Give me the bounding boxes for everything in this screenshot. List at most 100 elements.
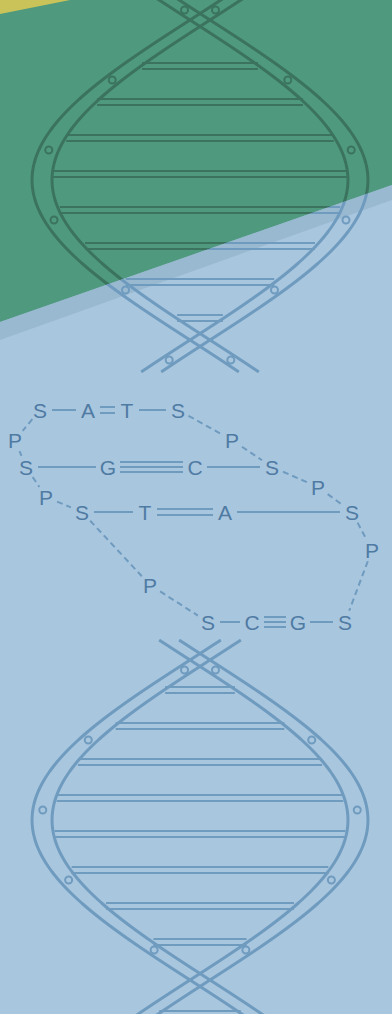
helix-strand-edge bbox=[102, 640, 348, 1014]
base-rung bbox=[78, 758, 322, 760]
helix-strand-edge bbox=[52, 640, 298, 1014]
base-rung bbox=[106, 908, 294, 910]
base-rung bbox=[126, 278, 274, 280]
bond-line bbox=[120, 466, 183, 468]
base-rung bbox=[72, 872, 329, 874]
sugar-label: S bbox=[75, 502, 89, 523]
helix-strand-edge bbox=[102, 640, 348, 1014]
phosphate-label: P bbox=[365, 540, 379, 561]
base-rung bbox=[165, 692, 235, 694]
strand-dot bbox=[227, 357, 234, 364]
base-rung bbox=[116, 722, 285, 724]
base-rung bbox=[66, 134, 334, 136]
backbone-dash bbox=[358, 523, 367, 540]
backbone-dash bbox=[33, 477, 40, 487]
helix-strand-edge bbox=[150, 0, 368, 372]
strand-dot bbox=[51, 217, 58, 224]
base-rung bbox=[97, 98, 303, 100]
strand-dot bbox=[39, 807, 46, 814]
base-rung bbox=[142, 68, 258, 70]
base-rung bbox=[165, 686, 235, 688]
base-rung bbox=[159, 1010, 241, 1012]
green-ground bbox=[0, 0, 392, 322]
backbone-dash bbox=[160, 591, 198, 615]
backbone-dash bbox=[23, 419, 33, 431]
sugar-label: S bbox=[338, 612, 352, 633]
helix-blue bbox=[32, 0, 368, 1014]
strand-dot bbox=[51, 217, 58, 224]
backbone-dash bbox=[328, 494, 343, 505]
backbone-dash bbox=[283, 472, 307, 482]
base-rung bbox=[72, 866, 329, 868]
strand-dot bbox=[354, 807, 361, 814]
base-rung bbox=[72, 866, 329, 868]
bond-line bbox=[100, 406, 115, 408]
base-rung bbox=[72, 872, 329, 874]
strand-dot bbox=[348, 147, 355, 154]
base-rung bbox=[177, 314, 223, 316]
strand-dot bbox=[166, 357, 173, 364]
base-rung bbox=[60, 212, 340, 214]
helix-green bbox=[32, 0, 368, 1014]
base-rung bbox=[54, 836, 345, 838]
base-letter: C bbox=[187, 457, 202, 478]
strand-dot bbox=[109, 77, 116, 84]
backbone-dash bbox=[188, 416, 221, 434]
strand-dot bbox=[242, 947, 249, 954]
base-rung bbox=[57, 800, 344, 802]
yellow-corner bbox=[0, 0, 70, 14]
base-rung bbox=[126, 284, 274, 286]
helix-strand-edge bbox=[150, 0, 368, 372]
base-rung bbox=[106, 908, 294, 910]
base-rung bbox=[85, 242, 315, 244]
phosphate-label: P bbox=[8, 430, 22, 451]
base-letter: T bbox=[121, 400, 134, 421]
bond-line bbox=[52, 409, 76, 411]
sugar-label: S bbox=[345, 502, 359, 523]
base-rung bbox=[57, 794, 344, 796]
strand-dot bbox=[45, 147, 52, 154]
bond-line bbox=[310, 621, 333, 623]
bond-line bbox=[264, 621, 286, 623]
strand-dot bbox=[284, 77, 291, 84]
strand-dot bbox=[212, 7, 219, 14]
base-rung bbox=[60, 206, 340, 208]
bond-line bbox=[120, 471, 183, 473]
strand-dot bbox=[284, 77, 291, 84]
sugar-label: S bbox=[265, 457, 279, 478]
strand-dot bbox=[85, 737, 92, 744]
base-rung bbox=[85, 248, 315, 250]
base-rung bbox=[53, 176, 346, 178]
strand-dot bbox=[181, 667, 188, 674]
strand-dot bbox=[181, 7, 188, 14]
bond-line bbox=[94, 511, 133, 513]
base-rung bbox=[177, 314, 223, 316]
base-rung bbox=[54, 830, 345, 832]
strand-dot bbox=[65, 877, 72, 884]
strand-dot bbox=[85, 737, 92, 744]
helix-strand-edge bbox=[32, 0, 250, 372]
base-rung bbox=[142, 68, 258, 70]
helix-strand-edge bbox=[52, 640, 298, 1014]
strand-dot bbox=[212, 667, 219, 674]
helix-strand-edge bbox=[52, 0, 270, 372]
helix-strand-edge bbox=[122, 640, 368, 1014]
base-rung bbox=[54, 836, 345, 838]
base-rung bbox=[78, 758, 322, 760]
base-rung bbox=[153, 938, 246, 940]
base-rung bbox=[106, 902, 294, 904]
strand-dot bbox=[308, 737, 315, 744]
bond-line bbox=[220, 621, 240, 623]
base-letter: C bbox=[244, 612, 259, 633]
base-rung bbox=[97, 98, 303, 100]
strand-dot bbox=[227, 357, 234, 364]
sugar-label: S bbox=[171, 400, 185, 421]
strand-dot bbox=[328, 877, 335, 884]
bond-line bbox=[100, 412, 115, 414]
strand-dot bbox=[122, 287, 129, 294]
strand-dot bbox=[166, 357, 173, 364]
base-rung bbox=[57, 794, 344, 796]
bond-line bbox=[237, 511, 340, 513]
